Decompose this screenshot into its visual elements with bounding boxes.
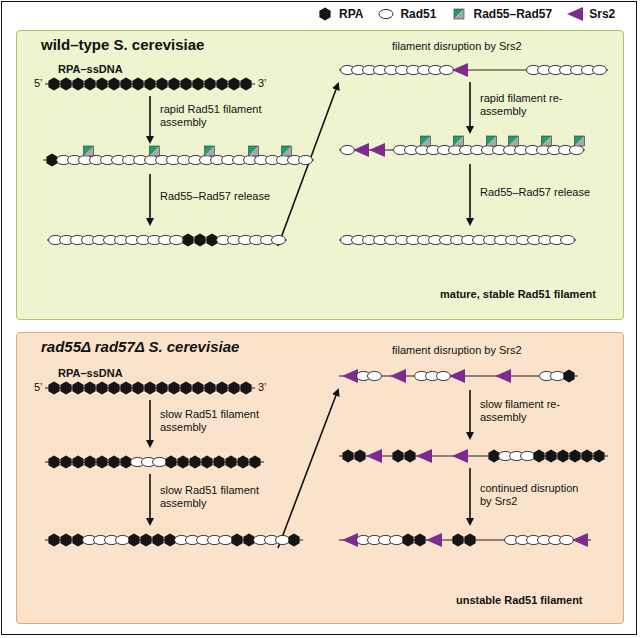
filament [43,146,314,167]
step-label: slow filament re-assembly [480,398,592,424]
filament [45,456,264,469]
filament [45,78,255,91]
step-label: 3’ [258,77,267,90]
step-arrows [150,82,470,548]
filament [45,382,255,395]
legend-text: Rad55–Rad57 [473,7,552,21]
filament [339,63,608,77]
step-label: rapid Rad51 filament assembly [160,103,272,129]
step-label: Rad55–Rad57 release [160,190,272,203]
legend-item: Rad55–Rad57 [450,6,552,22]
filament-label: mature, stable Rad51 filament [440,288,596,301]
filament [45,534,303,547]
filament [339,449,608,463]
panel-heading: rad55Δ rad57Δ S. cerevisiae [41,338,239,355]
filament [47,234,287,247]
filament-label: RPA–ssDNA [58,367,123,380]
legend-text: RPA [339,7,363,21]
legend-sample [316,6,334,22]
filament [339,136,585,157]
panel-heading: wild–type S. cerevisiae [41,36,204,53]
step-label: 5’ [34,77,43,90]
step-label: rapid filament re-assembly [480,92,592,118]
filament [339,235,576,244]
filament-label: RPA–ssDNA [58,63,123,76]
filament-label: unstable Rad51 filament [456,594,583,607]
legend-text: Rad51 [400,7,436,21]
legend-item: Rad51 [377,6,436,22]
step-label: 5’ [34,381,43,394]
step-label: slow Rad51 filament assembly [160,484,272,510]
legend: RPA Rad51 Rad55–Rad57 Srs2 [316,6,615,22]
legend-item: RPA [316,6,363,22]
step-label: continued disruption by Srs2 [480,482,592,508]
legend-sample [566,6,584,22]
step-label: slow Rad51 filament assembly [160,408,272,434]
step-label: filament disruption by Srs2 [392,40,522,53]
filament [339,369,578,383]
legend-sample [377,6,395,22]
legend-sample [450,6,468,22]
step-label: filament disruption by Srs2 [392,344,522,357]
legend-text: Srs2 [589,7,615,21]
step-label: 3’ [258,381,267,394]
legend-item: Srs2 [566,6,615,22]
filament [339,533,591,547]
step-label: Rad55–Rad57 release [480,186,592,199]
